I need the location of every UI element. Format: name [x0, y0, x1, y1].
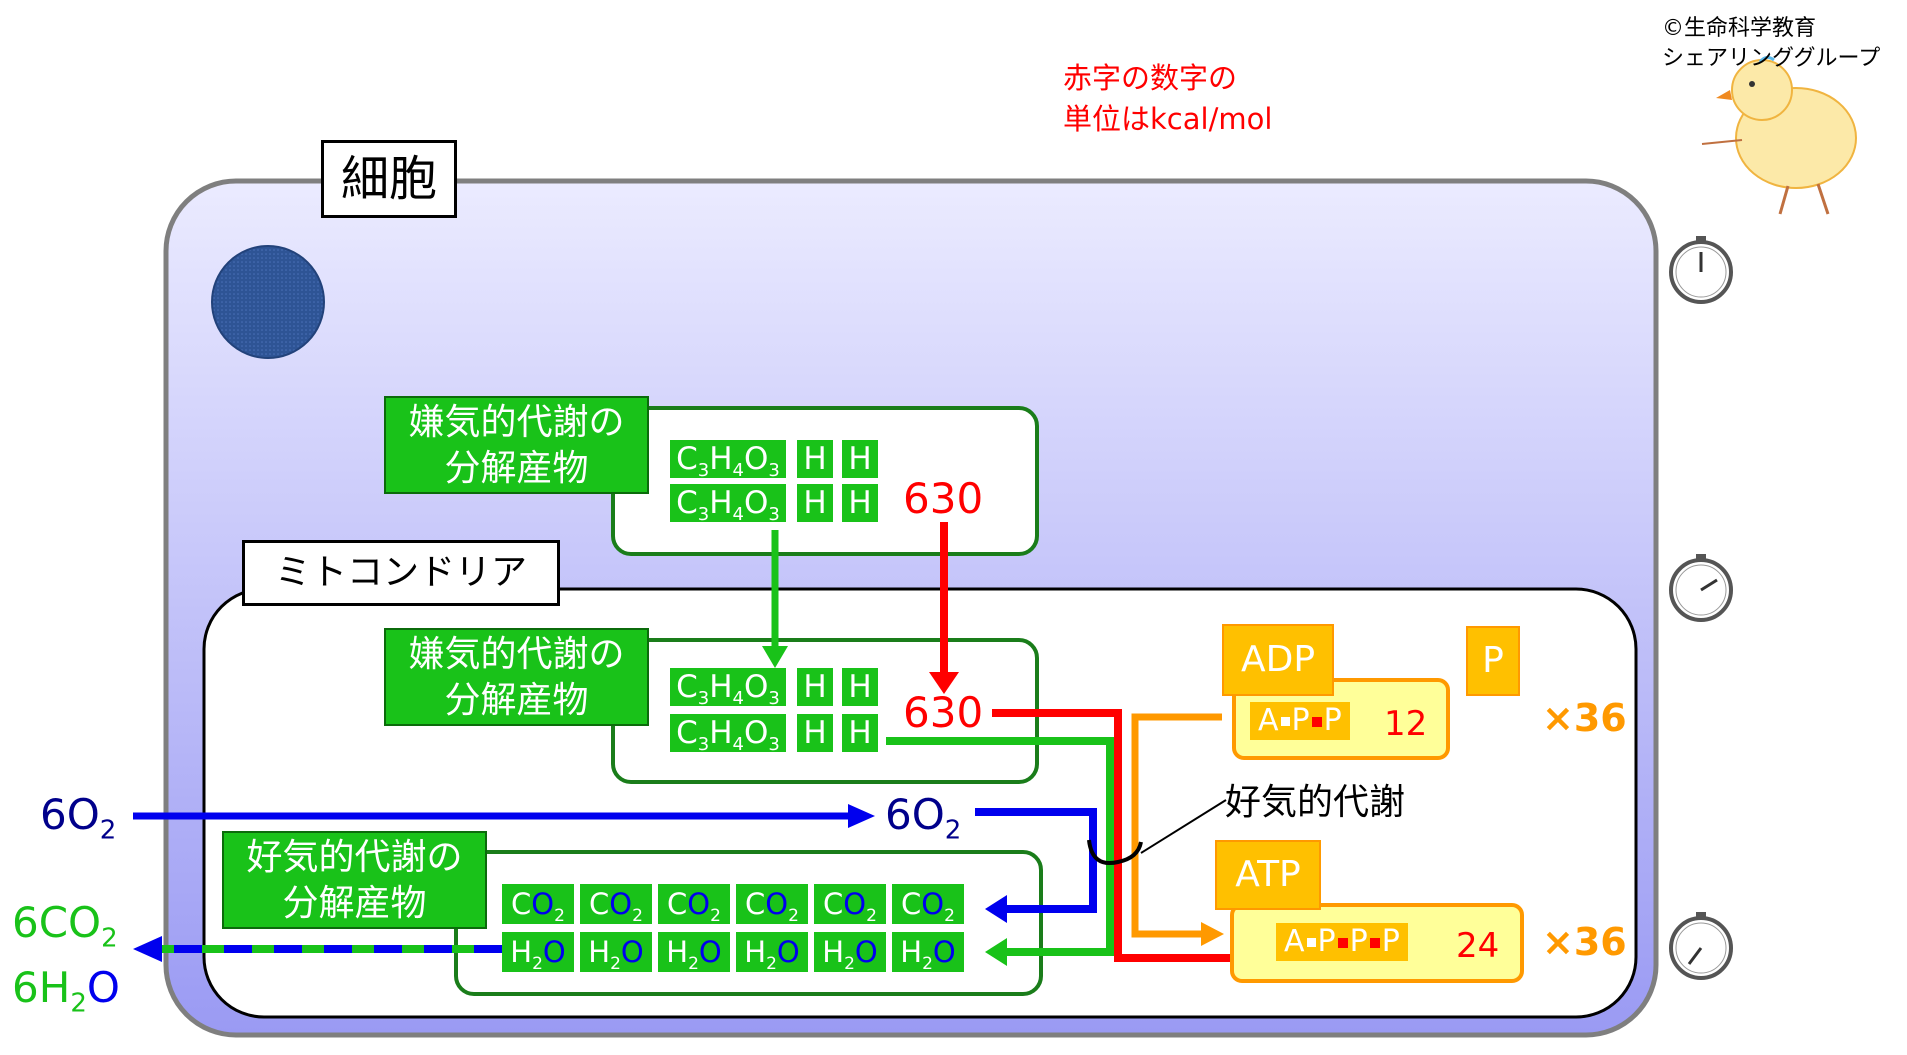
pyruvate-tag: C3H4O3 [670, 714, 786, 755]
stopwatch-icon [1669, 912, 1733, 980]
anaerobic-label-top-line2: 分解産物 [444, 448, 589, 489]
co2-tag: CO2 [658, 884, 730, 926]
h-tag: H [842, 668, 878, 706]
phosphate-label: P [1466, 626, 1520, 696]
orange-path [1131, 713, 1222, 938]
mito-label: ミトコンドリア [242, 540, 560, 606]
callout-line [1140, 799, 1227, 854]
co2-tag: CO2 [502, 884, 574, 926]
red-arrow-down-head [929, 672, 959, 694]
nucleus [211, 245, 325, 359]
h2o-tag: H2O [502, 932, 574, 974]
co2-tag: CO2 [736, 884, 808, 926]
h-tag: H [797, 714, 833, 752]
anaerobic-label-top-line1: 嫌気的代謝の [408, 402, 625, 443]
unit-note-line1: 赤字の数字の [1063, 61, 1238, 95]
oxygen-arrow-head [848, 804, 875, 828]
h2o-tag: H2O [814, 932, 886, 974]
h2o-tag: H2O [736, 932, 808, 974]
h-tag: H [842, 714, 878, 752]
anaerobic-label-top: 嫌気的代謝の 分解産物 [384, 396, 649, 494]
aerobic-label: 好気的代謝の 分解産物 [222, 831, 487, 929]
orange-path-head [1201, 922, 1224, 946]
h-tag: H [797, 440, 833, 478]
energy-value-mid: 630 [903, 688, 984, 737]
adp-energy: 12 [1384, 704, 1428, 744]
adp-label: ADP [1222, 624, 1334, 696]
high-energy-bond [1369, 937, 1380, 948]
high-energy-bond [1311, 716, 1322, 727]
aerobic-metabolism-label: 好気的代謝 [1225, 782, 1406, 823]
copyright-line2: シェアリンググループ [1662, 46, 1881, 71]
h-tag: H [797, 484, 833, 522]
oxygen-inside: 6O2 [885, 790, 962, 846]
blue-path [975, 808, 1097, 913]
stopwatch-icon [1669, 236, 1733, 304]
anaerobic-label-mid-line2: 分解産物 [444, 680, 589, 721]
atp-label: ATP [1215, 840, 1321, 910]
h2o-row: H2O H2O H2O H2O H2O H2O [502, 932, 968, 974]
co2-tag: CO2 [580, 884, 652, 926]
copyright-line1: ©生命科学教育 [1662, 16, 1817, 41]
aerobic-label-line1: 好気的代謝の [246, 837, 463, 878]
h2o-tag: H2O [658, 932, 730, 974]
stopwatch-icon [1669, 554, 1733, 622]
unit-note-line2: 単位はkcal/mol [1063, 102, 1273, 136]
red-path [992, 709, 1250, 962]
co2-tag: CO2 [892, 884, 964, 926]
green-path-head [985, 938, 1007, 966]
pyruvate-tag: C3H4O3 [670, 668, 786, 709]
coupling-hook [1087, 839, 1143, 865]
green-path [886, 737, 1114, 956]
multiplier-adp: ×36 [1542, 696, 1627, 740]
green-arrow-down-head [762, 646, 788, 668]
h2o-tag: H2O [580, 932, 652, 974]
atp-energy: 24 [1456, 926, 1500, 966]
h-tag: H [797, 668, 833, 706]
h-tag: H [842, 440, 878, 478]
multiplier-atp: ×36 [1542, 920, 1627, 964]
anaerobic-label-mid-line1: 嫌気的代謝の [408, 634, 625, 675]
co2-tag: CO2 [814, 884, 886, 926]
output-h2o: 6H2O [12, 963, 120, 1019]
pyruvate-tag: C3H4O3 [670, 484, 786, 525]
oxygen-outside: 6O2 [40, 790, 117, 846]
co2-row: CO2 CO2 CO2 CO2 CO2 CO2 [502, 884, 968, 926]
output-co2: 6CO2 [12, 898, 118, 954]
energy-value-top: 630 [903, 474, 984, 523]
output-arrow-head [133, 936, 162, 962]
high-energy-bond [1337, 937, 1348, 948]
h-tag: H [842, 484, 878, 522]
pyruvate-tag: C3H4O3 [670, 440, 786, 481]
anaerobic-label-mid: 嫌気的代謝の 分解産物 [384, 628, 649, 726]
cell-label: 細胞 [321, 140, 457, 218]
blue-path-head [985, 895, 1007, 923]
h2o-tag: H2O [892, 932, 964, 974]
aerobic-label-line2: 分解産物 [282, 883, 427, 924]
chick-illustration [1701, 55, 1857, 215]
